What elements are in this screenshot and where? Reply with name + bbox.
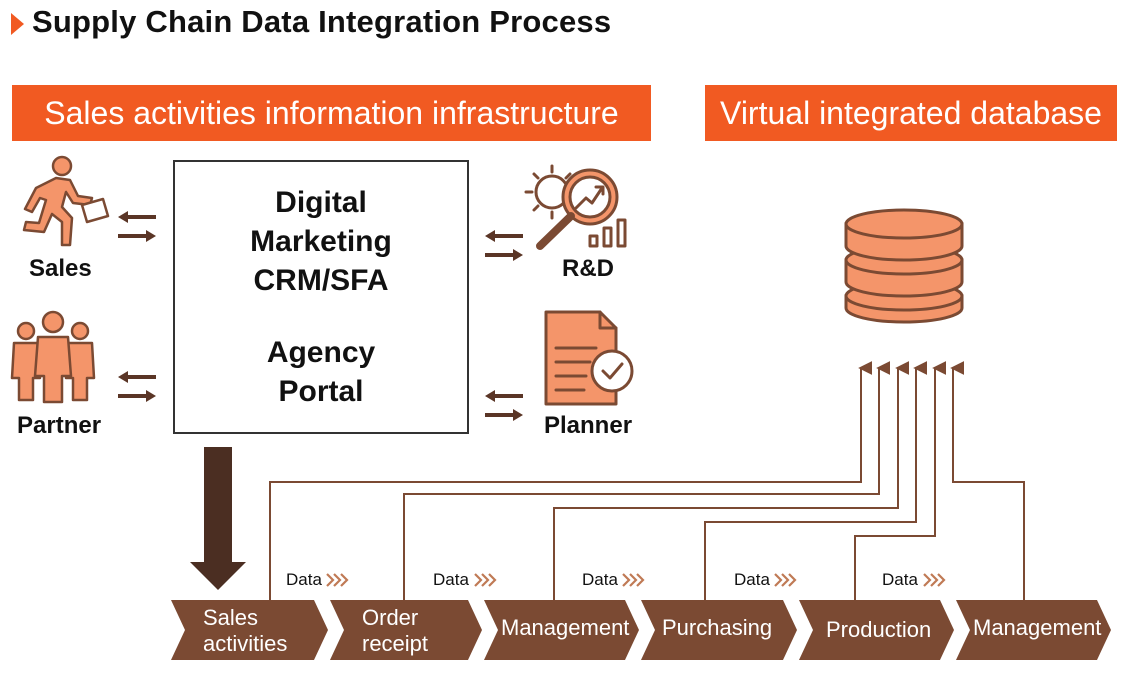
data-label-5: Data — [882, 570, 918, 589]
step-label-management-2: Management — [973, 615, 1102, 640]
data-label-3: Data — [582, 570, 618, 589]
title-marker-icon — [11, 13, 24, 35]
group-people-icon — [10, 310, 96, 404]
step-label-order-line1: Order — [362, 605, 419, 630]
step-label-order-line2: receipt — [362, 631, 429, 656]
process-chevrons — [171, 600, 1111, 660]
step-label-sales-line2: activities — [203, 631, 288, 656]
data-label-4: Data — [734, 570, 770, 589]
data-connector-lines — [269, 361, 1025, 600]
actor-label-rd: R&D — [562, 255, 614, 282]
actor-label-sales: Sales — [29, 255, 92, 282]
banner-virtual-database: Virtual integrated database — [705, 85, 1117, 141]
step-label-management-1: Management — [501, 615, 630, 640]
box-line-digital: Digital — [275, 186, 367, 219]
bidirectional-arrow-icon-sales — [118, 211, 156, 242]
box-line-crm-sfa: CRM/SFA — [253, 264, 389, 297]
actor-label-planner: Planner — [544, 412, 633, 439]
data-chevrons-icons — [326, 573, 946, 587]
document-check-icon — [544, 310, 634, 406]
box-line-portal: Portal — [278, 375, 364, 408]
magnifier-growth-icon — [524, 164, 627, 250]
central-system-box — [173, 160, 469, 434]
database-icon — [844, 208, 964, 324]
box-line-agency: Agency — [266, 336, 376, 369]
bidirectional-arrow-icon-partner — [118, 371, 156, 402]
step-label-production: Production — [826, 617, 932, 642]
step-label-purchasing: Purchasing — [662, 615, 773, 640]
box-line-marketing: Marketing — [250, 225, 392, 258]
banner-sales-infrastructure: Sales activities information infrastruct… — [12, 85, 651, 141]
bidirectional-arrow-icon-planner — [485, 390, 523, 421]
big-down-arrow-icon — [190, 447, 246, 590]
page-title: Supply Chain Data Integration Process — [32, 4, 612, 39]
data-label-1: Data — [286, 570, 322, 589]
step-label-sales-line1: Sales — [203, 605, 259, 630]
running-person-icon — [22, 155, 110, 247]
actor-label-partner: Partner — [17, 412, 102, 439]
bidirectional-arrow-icon-rd — [485, 230, 523, 261]
data-label-2: Data — [433, 570, 469, 589]
